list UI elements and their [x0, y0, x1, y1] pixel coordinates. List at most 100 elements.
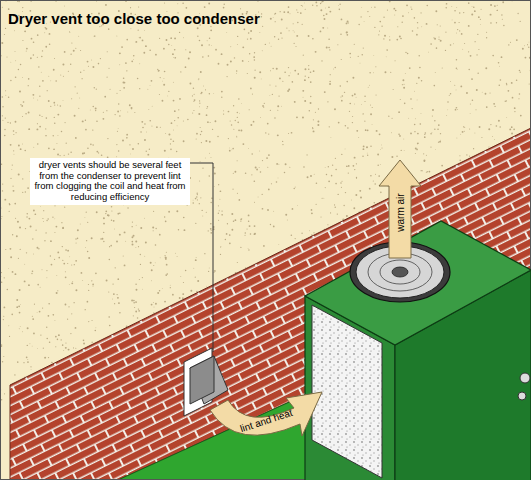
stucco-dot [54, 117, 55, 118]
stucco-dot [95, 110, 96, 111]
stucco-dot [361, 103, 363, 105]
stucco-dot [113, 220, 115, 222]
stucco-dot [283, 11, 285, 13]
stucco-dot [438, 124, 440, 126]
stucco-dot [213, 167, 215, 169]
stucco-dot [159, 257, 161, 259]
stucco-dot [327, 27, 329, 29]
stucco-dot [168, 133, 170, 135]
stucco-dot [272, 68, 273, 69]
stucco-dot [227, 64, 229, 66]
stucco-dot [372, 72, 374, 74]
stucco-dot [65, 276, 67, 278]
stucco-dot [486, 32, 487, 33]
stucco-dot [252, 94, 253, 95]
stucco-dot [259, 32, 261, 34]
stucco-dot [11, 314, 13, 316]
stucco-dot [289, 167, 290, 168]
stucco-dot [343, 205, 344, 206]
stucco-dot [144, 139, 146, 141]
stucco-dot [26, 252, 27, 253]
stucco-dot [52, 314, 54, 316]
stucco-dot [264, 103, 265, 104]
stucco-dot [403, 87, 405, 89]
stucco-dot [320, 3, 321, 4]
stucco-dot [289, 72, 291, 74]
stucco-dot [302, 6, 303, 7]
stucco-dot [204, 253, 205, 254]
stucco-dot [223, 110, 225, 112]
stucco-dot [65, 271, 66, 272]
stucco-dot [39, 86, 40, 87]
stucco-dot [345, 192, 346, 193]
stucco-dot [32, 253, 34, 255]
stucco-dot [183, 282, 184, 283]
stucco-dot [395, 10, 397, 12]
stucco-dot [206, 285, 208, 287]
stucco-dot [10, 256, 12, 258]
stucco-dot [434, 38, 436, 40]
stucco-dot [32, 270, 34, 272]
stucco-dot [316, 182, 318, 184]
stucco-dot [253, 121, 255, 123]
stucco-dot [1, 42, 3, 44]
stucco-dot [320, 9, 322, 11]
stucco-dot [270, 224, 271, 225]
stucco-dot [30, 57, 32, 59]
stucco-dot [471, 78, 473, 80]
stucco-dot [69, 256, 71, 258]
stucco-dot [112, 283, 113, 284]
stucco-dot [287, 90, 289, 92]
stucco-dot [318, 108, 319, 109]
stucco-dot [249, 53, 250, 54]
stucco-dot [356, 163, 357, 164]
stucco-dot [149, 149, 150, 150]
stucco-dot [296, 35, 298, 37]
stucco-dot [95, 327, 97, 329]
stucco-dot [151, 280, 153, 282]
stucco-dot [259, 150, 261, 152]
stucco-dot [323, 15, 325, 17]
stucco-dot [24, 280, 26, 282]
stucco-dot [201, 210, 202, 211]
stucco-dot [7, 289, 8, 290]
stucco-dot [48, 100, 50, 102]
stucco-dot [48, 357, 49, 358]
stucco-dot [337, 5, 339, 7]
stucco-dot [523, 45, 525, 47]
stucco-dot [316, 5, 318, 7]
stucco-dot [62, 63, 64, 65]
stucco-dot [189, 51, 191, 53]
stucco-dot [236, 137, 238, 139]
stucco-dot [91, 237, 93, 239]
stucco-dot [193, 101, 194, 102]
stucco-dot [92, 106, 94, 108]
stucco-dot [262, 105, 264, 107]
stucco-dot [423, 159, 425, 161]
stucco-dot [4, 199, 6, 201]
stucco-dot [79, 97, 81, 99]
stucco-dot [91, 59, 93, 61]
stucco-dot [410, 6, 411, 7]
stucco-dot [389, 39, 390, 40]
stucco-dot [226, 233, 228, 235]
stucco-dot [522, 48, 524, 50]
stucco-dot [153, 211, 154, 212]
stucco-dot [196, 27, 198, 29]
stucco-dot [151, 105, 153, 107]
stucco-dot [3, 356, 4, 357]
stucco-dot [18, 328, 20, 330]
stucco-dot [28, 85, 29, 86]
stucco-dot [170, 138, 171, 139]
stucco-dot [56, 142, 58, 144]
stucco-dot [425, 132, 427, 134]
stucco-dot [317, 120, 319, 122]
stucco-dot [75, 260, 77, 262]
stucco-dot [43, 348, 44, 349]
stucco-dot [322, 27, 324, 29]
stucco-dot [114, 114, 115, 115]
stucco-dot [291, 132, 293, 134]
stucco-dot [3, 306, 5, 308]
stucco-dot [352, 122, 353, 123]
stucco-dot [22, 331, 24, 333]
